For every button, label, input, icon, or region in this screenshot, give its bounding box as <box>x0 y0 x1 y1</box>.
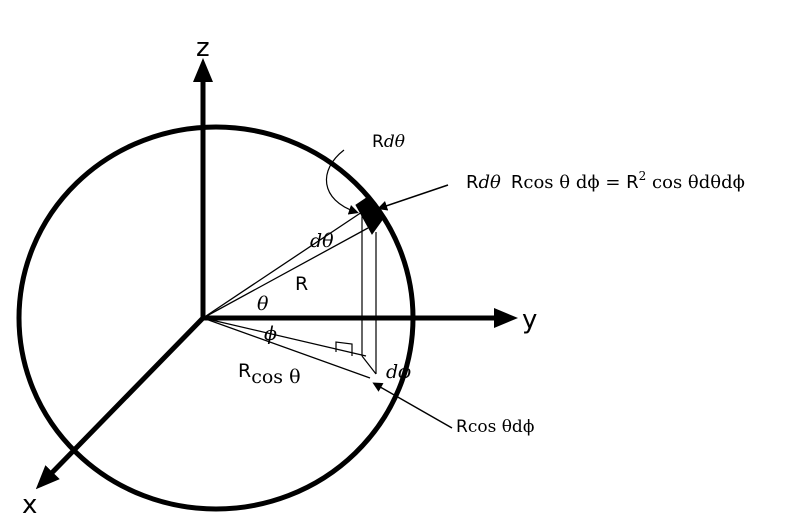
d-phi-label: dϕ <box>386 361 411 383</box>
r-dtheta-pointer <box>325 149 359 215</box>
equation-pointer <box>377 184 449 211</box>
theta-label: θ <box>257 293 269 315</box>
surface-patch <box>355 196 383 235</box>
r-cos-theta-r: R <box>238 360 251 382</box>
x-axis <box>35 316 205 490</box>
equation-cos-dtheta-dphi: cos θdθdϕ <box>646 172 745 193</box>
r-cos-theta-dphi-r: R <box>456 417 468 437</box>
radius-line <box>202 211 363 319</box>
phi-label: ϕ <box>264 323 277 345</box>
bottom-edge-line <box>361 355 377 375</box>
projection-line <box>202 317 367 357</box>
r-dtheta-r: R <box>372 132 384 152</box>
equation-r1: R <box>466 172 479 193</box>
r-cos-theta-dphi-rest: cos θdϕ <box>468 417 535 437</box>
x-axis-label: x <box>22 490 37 520</box>
radius-label: R <box>295 273 308 295</box>
y-axis-label: y <box>522 305 537 335</box>
r-dtheta-label: Rdθ <box>372 132 405 152</box>
rcos-dphi-pointer <box>372 382 453 429</box>
r-cos-theta-label: Rcos θ <box>238 360 301 388</box>
equation-cos-dphi: cos θ dϕ = <box>523 172 626 193</box>
equation-exponent: 2 <box>639 169 647 183</box>
projection-line-second <box>202 317 371 379</box>
r-cos-theta-dphi-label: Rcos θdϕ <box>456 417 534 437</box>
equation-r2: R <box>511 172 524 193</box>
r-cos-theta-rest: cos θ <box>251 366 300 388</box>
radius-line-second <box>202 227 369 319</box>
meridian-arc <box>204 126 373 206</box>
d-theta-label: dθ <box>310 230 334 252</box>
r-dtheta-rest: dθ <box>384 132 405 152</box>
equation-r3: R <box>626 172 639 193</box>
z-axis-label: z <box>196 33 210 63</box>
right-angle-marker <box>335 341 353 356</box>
equation-dtheta: dθ <box>479 172 502 193</box>
